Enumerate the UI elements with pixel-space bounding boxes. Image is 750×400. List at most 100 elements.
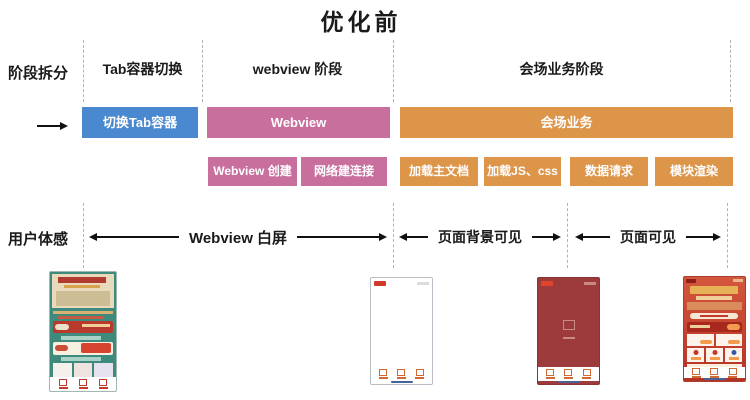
phase-label: Webview 白屏 xyxy=(188,229,288,247)
arrow-line xyxy=(37,124,60,127)
dashed-divider xyxy=(393,203,394,268)
tab-icon xyxy=(79,379,87,386)
tab-icon xyxy=(728,367,737,375)
section-title xyxy=(61,336,101,340)
subbar-load-js-css: 加载JS、css xyxy=(484,157,561,186)
status-icons xyxy=(417,282,429,285)
phase-label: 页面背景可见 xyxy=(438,229,522,245)
benefit-card xyxy=(725,348,742,362)
subbar-load-main-doc: 加载主文档 xyxy=(400,157,478,186)
subbar-webview-create: Webview 创建 xyxy=(208,157,297,186)
tab-item xyxy=(415,369,425,379)
bar-label: 加载主文档 xyxy=(408,164,469,178)
phone-thumbnail-page-visible xyxy=(683,276,746,382)
phone-tabbar xyxy=(50,377,116,391)
phase-page-visible: 页面可见 xyxy=(575,228,721,246)
benefit-card-row xyxy=(687,348,742,362)
arrow-line xyxy=(407,236,428,238)
card-icon xyxy=(693,350,698,355)
subbar-module-render: 模块渲染 xyxy=(655,157,733,186)
bar-label: Webview 创建 xyxy=(213,164,292,178)
tab-label xyxy=(78,387,88,389)
home-indicator xyxy=(390,381,413,383)
coupon-card xyxy=(81,343,111,353)
column-header-tab-switch: Tab容器切换 xyxy=(102,61,183,77)
promo-button xyxy=(727,324,740,330)
tab-item xyxy=(709,367,719,378)
tab-icon xyxy=(710,367,719,375)
phone-tabbar xyxy=(538,367,599,381)
tab-label xyxy=(98,387,108,389)
phone-tabbar xyxy=(684,367,745,378)
tab-label xyxy=(582,377,592,379)
loading-text xyxy=(562,337,575,340)
card-icon xyxy=(731,350,736,355)
tab-icon xyxy=(692,367,701,375)
bar-label: 网络建连接 xyxy=(313,164,374,178)
timeline-bar-venue-business: 会场业务 xyxy=(400,107,733,138)
bar-label: 切换Tab容器 xyxy=(102,115,178,130)
tab-item xyxy=(582,369,592,379)
column-header-webview-stage: webview 阶段 xyxy=(252,61,343,77)
dashed-divider xyxy=(730,40,731,102)
perception-row-label: 用户体感 xyxy=(8,231,69,248)
dashed-divider xyxy=(83,40,84,102)
product-card-row xyxy=(53,363,114,378)
cta-pill xyxy=(55,324,69,330)
home-indicator xyxy=(557,381,580,383)
tab-item xyxy=(691,367,701,378)
dashed-divider xyxy=(567,203,568,268)
tab-icon xyxy=(379,369,388,376)
coupon-row xyxy=(53,342,113,355)
card-button xyxy=(690,357,701,360)
phase-webview-blank: Webview 白屏 xyxy=(89,228,387,247)
benefit-card xyxy=(687,348,704,362)
arrow-left-icon xyxy=(399,233,407,241)
arrow-right-icon xyxy=(713,233,721,241)
dashed-divider xyxy=(727,203,728,268)
column-header-venue-stage: 会场业务阶段 xyxy=(519,61,604,77)
banner-title xyxy=(58,277,106,283)
tab-label xyxy=(563,377,573,379)
benefit-card xyxy=(706,348,723,362)
bar-label: 数据请求 xyxy=(584,164,633,178)
banner-subtitle xyxy=(64,285,100,288)
coupon-pill xyxy=(55,345,68,351)
diagram-title: 优化前 xyxy=(320,9,402,35)
product-card xyxy=(53,363,72,378)
product-card xyxy=(73,363,93,378)
stage-row-label: 阶段拆分 xyxy=(8,65,69,82)
tab-icon xyxy=(59,379,67,386)
arrow-left-icon xyxy=(575,233,583,241)
tab-icon xyxy=(415,369,424,376)
white-card xyxy=(715,334,742,346)
arrow-line xyxy=(583,236,610,238)
tab-label xyxy=(378,377,388,379)
status-badge xyxy=(686,279,696,283)
bar-label: 加载JS、css xyxy=(487,164,558,178)
card-row xyxy=(687,334,742,346)
timeline-bar-switch-tab: 切换Tab容器 xyxy=(82,107,198,138)
text-strip xyxy=(58,316,104,319)
section-title xyxy=(61,357,101,361)
phase-label: 页面可见 xyxy=(620,229,676,245)
card-button xyxy=(699,340,712,344)
arrow-line xyxy=(532,236,553,238)
dashed-divider xyxy=(202,40,203,102)
bar-label: 模块渲染 xyxy=(669,164,718,178)
card-button xyxy=(728,340,740,344)
dashed-divider xyxy=(83,203,84,268)
tab-item xyxy=(728,367,738,378)
arrow-line xyxy=(686,236,713,238)
tab-icon xyxy=(546,369,555,376)
arrow-right-icon xyxy=(553,233,561,241)
subbar-network-connect: 网络建连接 xyxy=(301,157,387,186)
phone-banner xyxy=(52,274,114,308)
phone-thumbnail-tab-page xyxy=(49,271,117,392)
banner-illustration xyxy=(687,302,742,310)
tab-item xyxy=(563,369,573,379)
tab-label xyxy=(709,375,719,378)
status-icons xyxy=(584,282,596,285)
card-button xyxy=(728,357,739,360)
